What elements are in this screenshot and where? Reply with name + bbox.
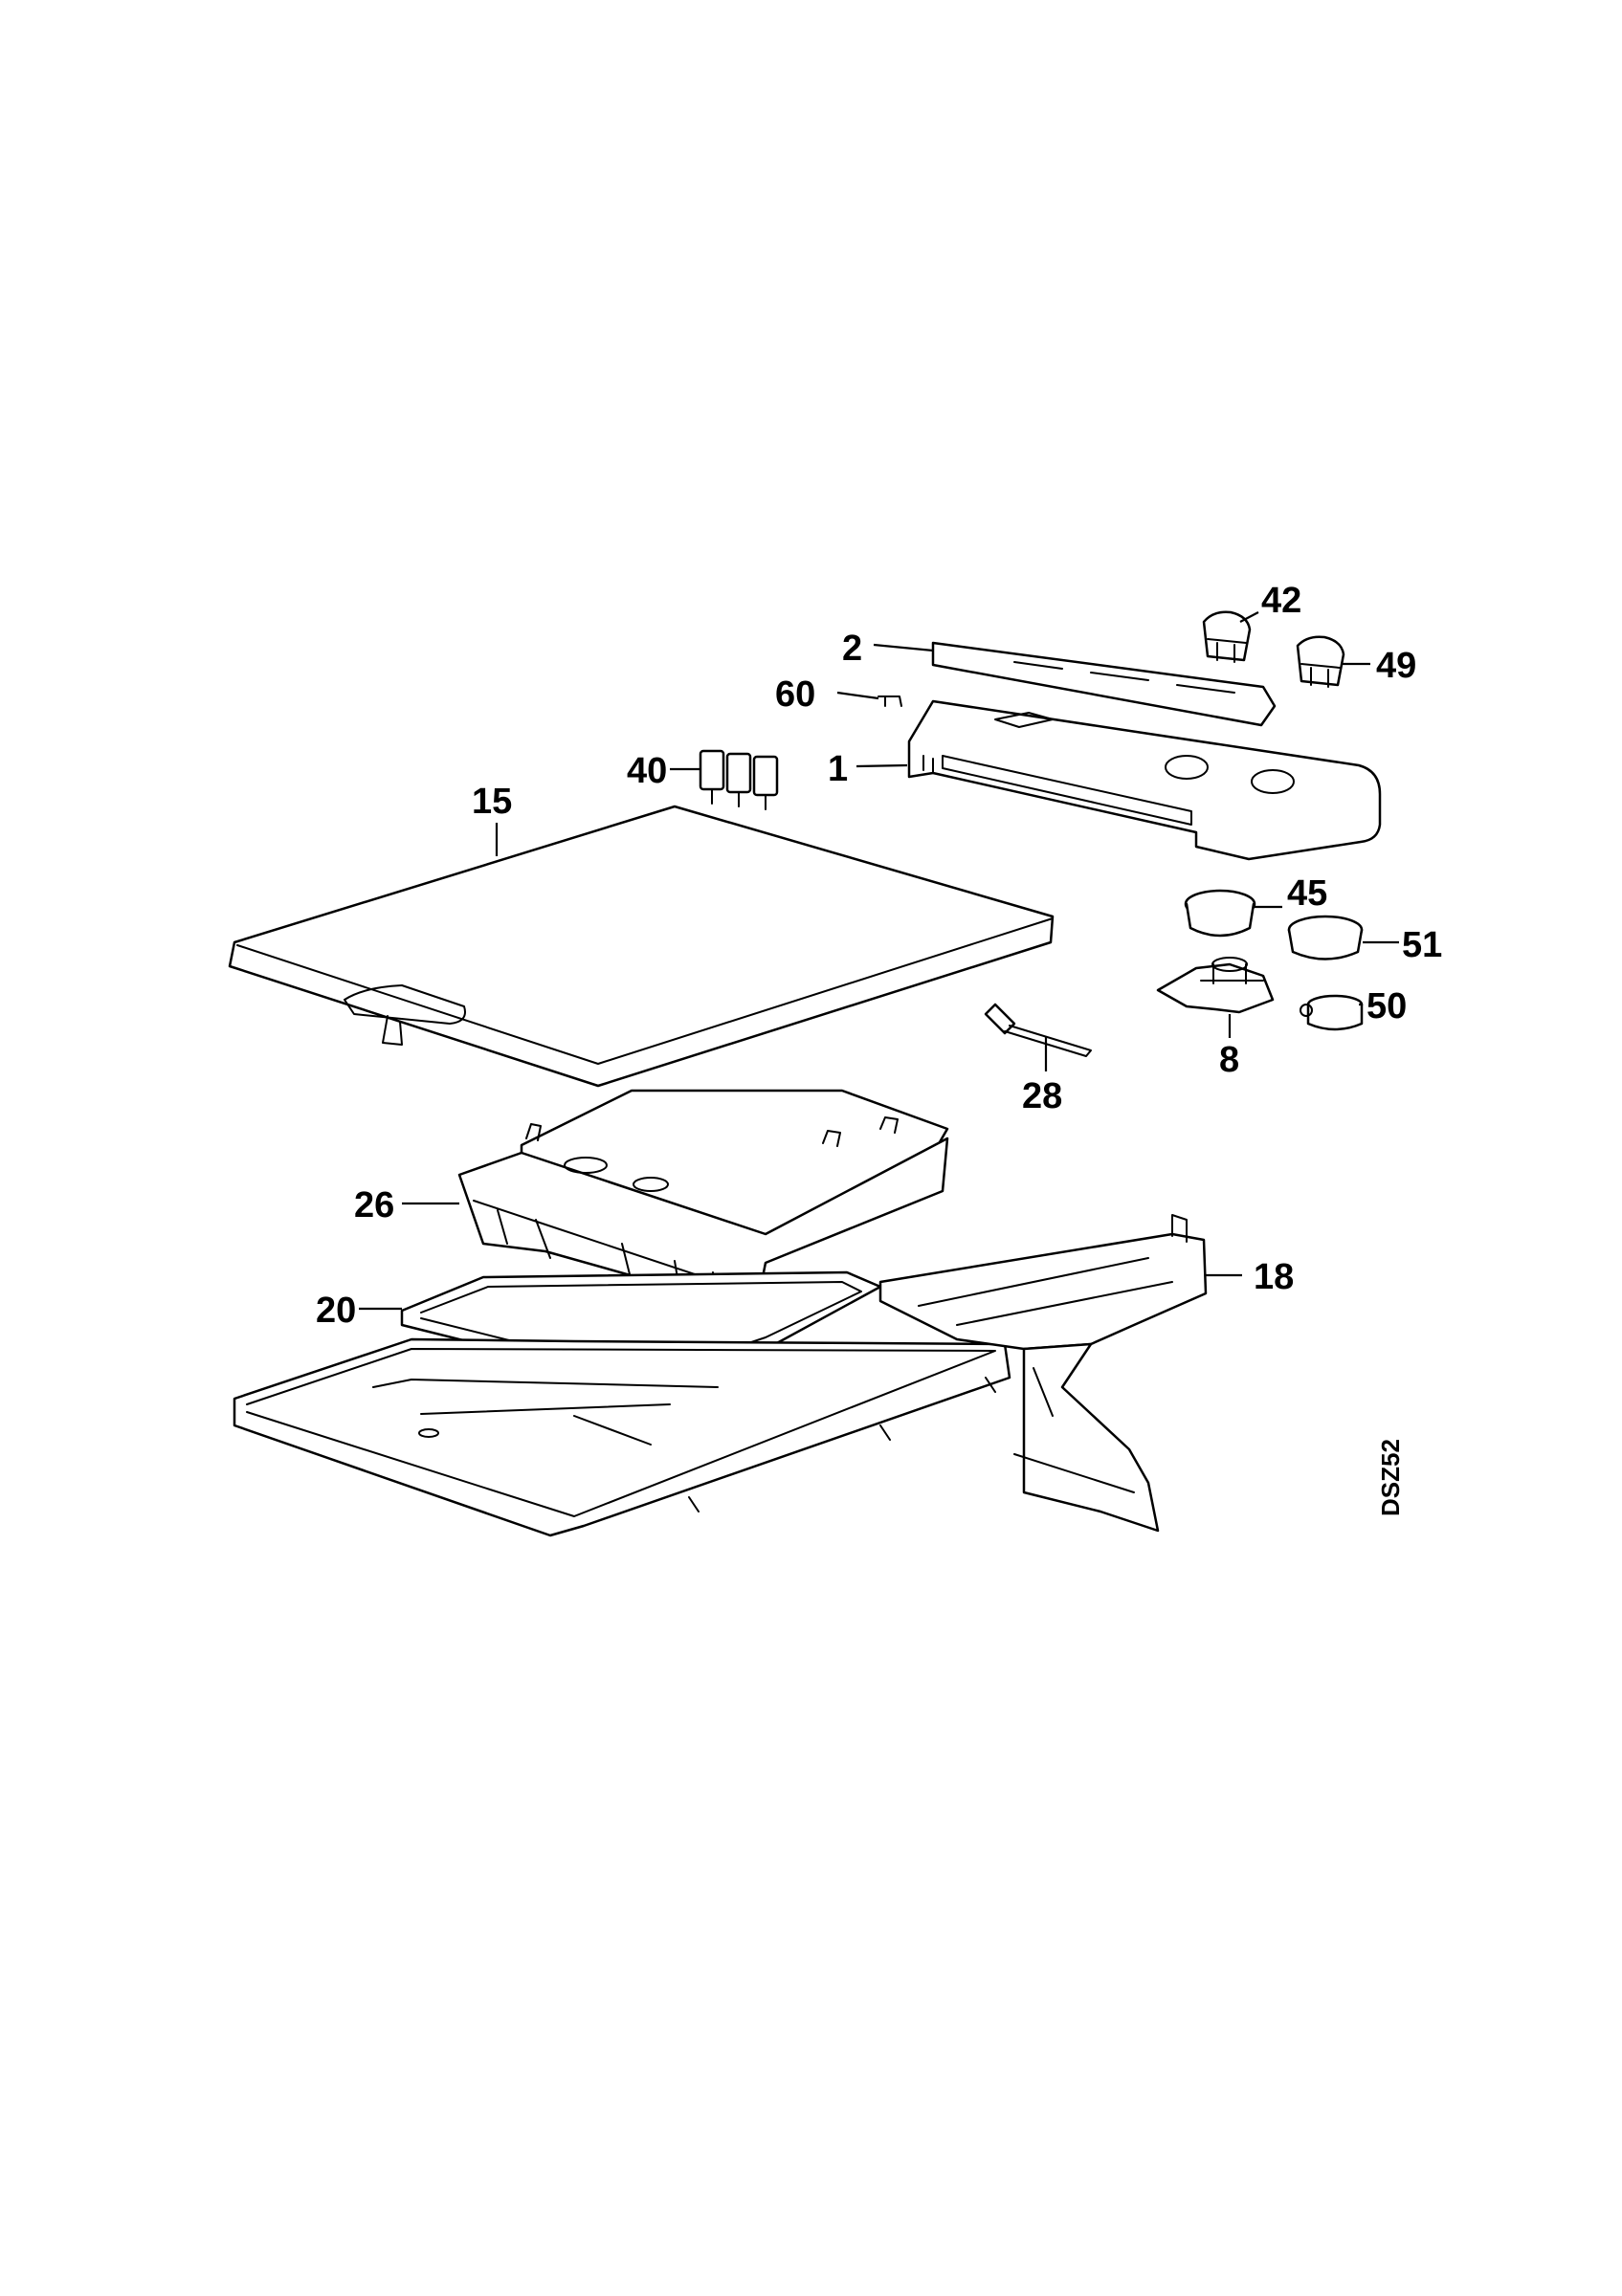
part-40-switch-block	[699, 749, 779, 810]
part-50-cap	[1300, 994, 1364, 1031]
callout-42: 42	[1261, 581, 1301, 621]
part-28-pin	[984, 1003, 1092, 1057]
callout-15: 15	[472, 782, 512, 822]
callout-2: 2	[842, 629, 862, 669]
callout-60: 60	[775, 674, 815, 715]
callout-51: 51	[1402, 925, 1442, 965]
callout-labels: 2 42 49 60 40 1 15 45 51 50 8 28 26 18 2…	[316, 581, 1442, 1331]
part-8-bracket	[1156, 957, 1275, 1014]
callout-18: 18	[1254, 1257, 1294, 1297]
part-26-detergent-drawer	[457, 1089, 949, 1313]
callout-1: 1	[828, 749, 848, 789]
callout-26: 26	[354, 1185, 394, 1225]
callout-40: 40	[627, 751, 667, 791]
leader-lines	[359, 611, 1399, 1311]
drawing-code: DSZ52	[1376, 1439, 1405, 1516]
part-49-knob	[1296, 635, 1345, 688]
part-51-button-cap	[1287, 915, 1364, 960]
part-15-lid	[228, 805, 1055, 1088]
part-2-trim-strip	[931, 641, 1277, 727]
callout-50: 50	[1366, 986, 1407, 1027]
part-60-clip	[878, 695, 902, 707]
callout-28: 28	[1022, 1076, 1062, 1116]
callout-45: 45	[1287, 873, 1327, 914]
callout-8: 8	[1219, 1040, 1239, 1080]
part-42-knob	[1202, 610, 1252, 663]
part-45-button-cap	[1184, 889, 1256, 938]
callout-20: 20	[316, 1291, 356, 1331]
part-18-side-channel	[878, 1214, 1208, 1533]
part-1-control-panel	[907, 699, 1382, 861]
callout-49: 49	[1376, 646, 1416, 686]
base-tray	[233, 1337, 1011, 1537]
